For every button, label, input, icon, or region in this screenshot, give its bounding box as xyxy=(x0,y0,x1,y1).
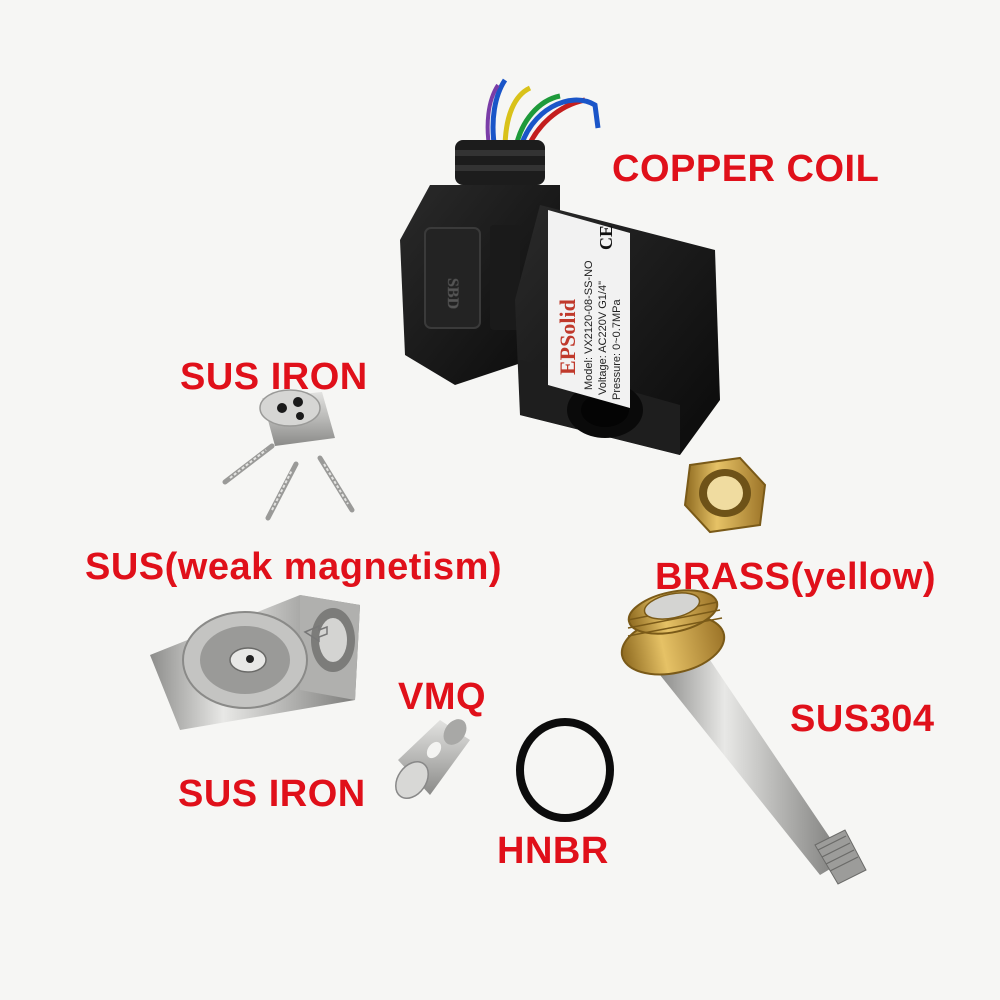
label-sus304: SUS304 xyxy=(790,698,935,740)
coil-pressure: Pressure: 0~0.7MPa xyxy=(611,299,623,400)
label-sus-iron-bottom: SUS IRON xyxy=(178,773,366,815)
connector-logo: SBD xyxy=(444,278,461,309)
small-plunger xyxy=(395,719,470,799)
label-copper-coil: COPPER COIL xyxy=(612,148,880,190)
brass-hex-nut xyxy=(683,456,767,534)
coil-brand: EPSolid xyxy=(555,299,580,375)
springs xyxy=(222,443,355,521)
label-sus-iron-top: SUS IRON xyxy=(180,356,368,398)
o-ring xyxy=(516,718,614,822)
plunger-core xyxy=(259,389,335,446)
label-brass-yellow: BRASS(yellow) xyxy=(655,556,936,598)
cable-gland xyxy=(455,140,545,185)
coil-ce-mark: CE xyxy=(596,225,616,250)
label-sus-weak-magnetism: SUS(weak magnetism) xyxy=(85,546,503,588)
coil-voltage: Voltage: AC220V G1/4" xyxy=(597,281,609,395)
armature-tube xyxy=(620,589,867,885)
valve-body xyxy=(150,595,360,730)
label-vmq: VMQ xyxy=(398,676,487,718)
coil-model: Model: VX2120-08-SS-NO xyxy=(583,260,595,390)
label-hnbr: HNBR xyxy=(497,830,609,872)
coil-nameplate: EPSolid CE Model: VX2120-08-SS-NO Voltag… xyxy=(555,225,623,400)
copper-coil-body xyxy=(515,205,720,455)
